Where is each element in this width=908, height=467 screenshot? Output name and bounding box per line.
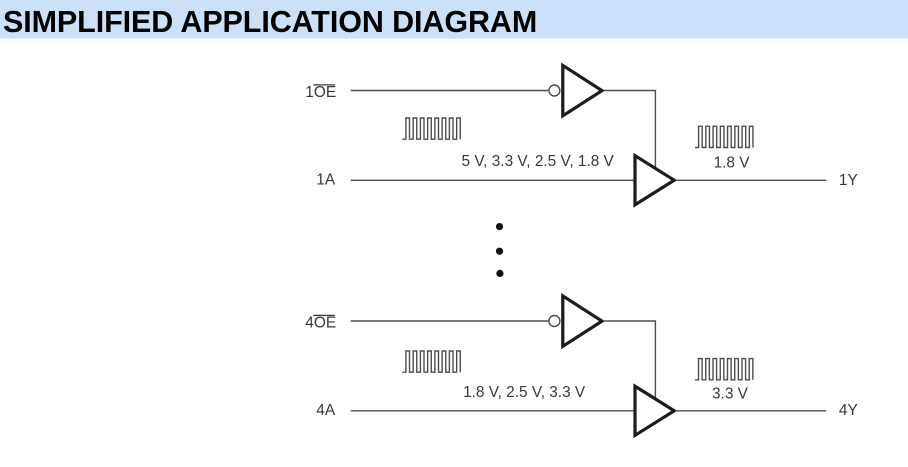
svg-text:5 V, 3.3 V, 2.5 V, 1.8 V: 5 V, 3.3 V, 2.5 V, 1.8 V <box>462 153 615 170</box>
svg-text:4A: 4A <box>316 402 336 419</box>
svg-text:1OE: 1OE <box>305 84 336 101</box>
svg-text:1Y: 1Y <box>839 172 858 189</box>
svg-text:1A: 1A <box>316 172 336 189</box>
svg-text:1.8 V: 1.8 V <box>714 155 751 172</box>
svg-text:3.3 V: 3.3 V <box>712 386 749 403</box>
svg-text:1.8 V, 2.5 V, 3.3 V: 1.8 V, 2.5 V, 3.3 V <box>463 384 586 401</box>
svg-text:4Y: 4Y <box>839 402 858 419</box>
svg-text:SIMPLIFIED APPLICATION DIAGRAM: SIMPLIFIED APPLICATION DIAGRAM <box>3 5 537 39</box>
svg-text:4OE: 4OE <box>305 314 336 331</box>
